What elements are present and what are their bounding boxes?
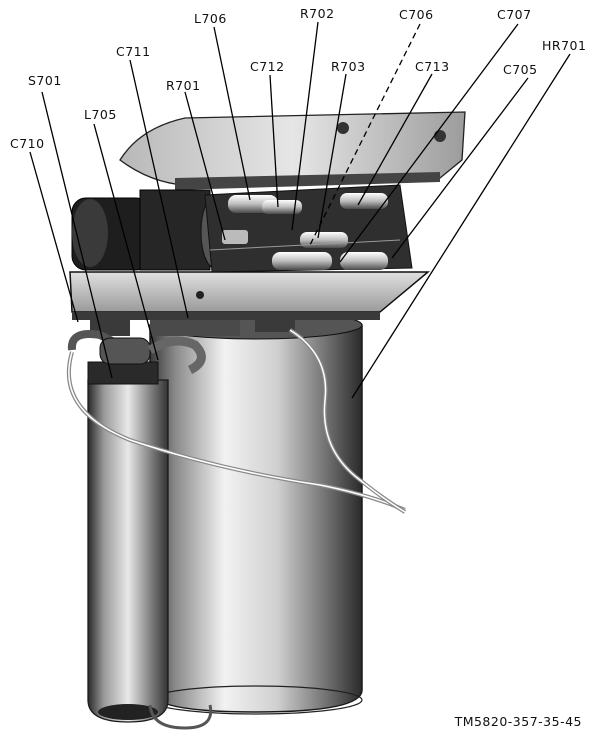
mounting-plate	[69, 271, 431, 320]
leader-c713	[357, 73, 433, 206]
callout-c712: C712	[250, 59, 285, 74]
leader-r702	[291, 21, 319, 231]
callout-l706: L706	[194, 11, 227, 26]
s701-fitting	[67, 330, 206, 375]
callout-labels: S701 C710 L705 C711 R701 L706 C712 R702 …	[10, 6, 586, 151]
main-housing	[149, 310, 363, 715]
callout-s701: S701	[28, 73, 62, 88]
leader-c705	[391, 77, 529, 259]
component-c705-body	[272, 252, 332, 270]
callout-l705: L705	[84, 107, 117, 122]
external-cable	[66, 328, 407, 514]
plate-underside-parts	[90, 318, 295, 336]
callout-c706: C706	[399, 7, 434, 22]
callout-r702: R702	[300, 6, 335, 21]
circuit-board	[204, 184, 413, 273]
leader-hr701	[351, 53, 571, 399]
component-r701-body	[222, 230, 248, 244]
component-c713-body	[340, 193, 388, 209]
leader-l706	[213, 26, 251, 201]
component-c712-body	[262, 200, 302, 214]
leader-l705	[93, 123, 159, 361]
leader-lines	[29, 21, 571, 399]
leader-r701	[184, 91, 226, 241]
leader-r703	[317, 73, 347, 239]
bottom-lead	[148, 704, 213, 730]
leader-s701	[41, 91, 113, 379]
component-c707-body	[340, 252, 388, 270]
bracket-screw-right	[434, 130, 446, 142]
leader-c707	[339, 23, 519, 263]
callout-c711: C711	[116, 44, 151, 59]
leader-c706	[309, 23, 421, 246]
leader-c712	[269, 74, 279, 208]
leader-c711	[129, 59, 189, 319]
callout-c710: C710	[10, 136, 45, 151]
callout-hr701: HR701	[542, 38, 586, 53]
callout-r701: R701	[166, 78, 201, 93]
bracket-screw-left	[337, 122, 349, 134]
figure-id: TM5820-357-35-45	[454, 714, 582, 729]
callout-c707: C707	[497, 7, 532, 22]
callout-c705: C705	[503, 62, 538, 77]
callout-c713: C713	[415, 59, 450, 74]
upper-bracket	[119, 111, 466, 190]
secondary-cylinder	[87, 361, 169, 723]
plate-screw	[196, 291, 204, 299]
leader-c710	[29, 151, 79, 323]
left-assembly	[71, 189, 230, 271]
component-r703-body	[300, 232, 348, 248]
callout-r703: R703	[331, 59, 366, 74]
